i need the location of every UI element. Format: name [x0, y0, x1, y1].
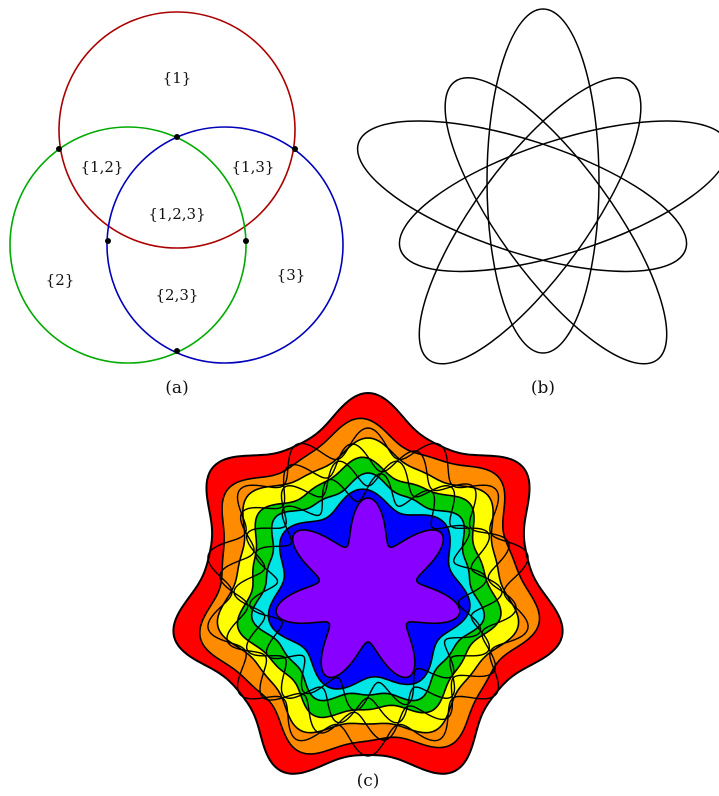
set-1-circle — [58, 11, 296, 249]
color-band — [275, 497, 461, 679]
ellipse-curve — [486, 8, 600, 354]
set-3-circle — [106, 126, 344, 364]
caption-c: (c) — [357, 771, 380, 791]
intersection-points — [56, 134, 298, 354]
intersection-dot — [174, 134, 180, 140]
region-label-3: {3} — [277, 266, 306, 284]
region-label-13: {1,3} — [232, 158, 275, 176]
ellipse-curve — [444, 77, 668, 365]
curve-outline — [249, 473, 487, 711]
panel-b-five-ellipse-venn: (b) — [356, 8, 719, 398]
intersection-dot — [105, 238, 111, 244]
region-label-123: {1,2,3} — [148, 205, 205, 223]
region-label-12: {1,2} — [81, 158, 124, 176]
ellipse-curve — [398, 120, 719, 273]
panel-a-three-set-venn: {1} {1,2} {1,3} {1,2,3} {2} {3} {2,3} (a… — [9, 11, 344, 398]
caption-b: (b) — [531, 378, 555, 398]
caption-a: (a) — [165, 378, 188, 398]
curve-outline — [219, 443, 517, 741]
ellipse-curve — [356, 120, 688, 273]
set-2-circle — [9, 126, 247, 364]
curve-outline-group — [207, 427, 529, 757]
intersection-dot — [292, 146, 298, 152]
region-label-1: {1} — [163, 69, 192, 87]
intersection-dot — [56, 146, 62, 152]
intersection-dot — [243, 238, 249, 244]
region-label-2: {2} — [46, 271, 75, 289]
region-label-23: {2,3} — [156, 286, 199, 304]
ellipse-group — [356, 8, 719, 365]
curve-outline — [207, 427, 529, 757]
panel-c-seven-set-symmetric-venn: (c) — [172, 391, 564, 791]
ellipse-curve — [418, 77, 642, 365]
color-band-group — [172, 391, 564, 775]
intersection-dot — [174, 348, 180, 354]
